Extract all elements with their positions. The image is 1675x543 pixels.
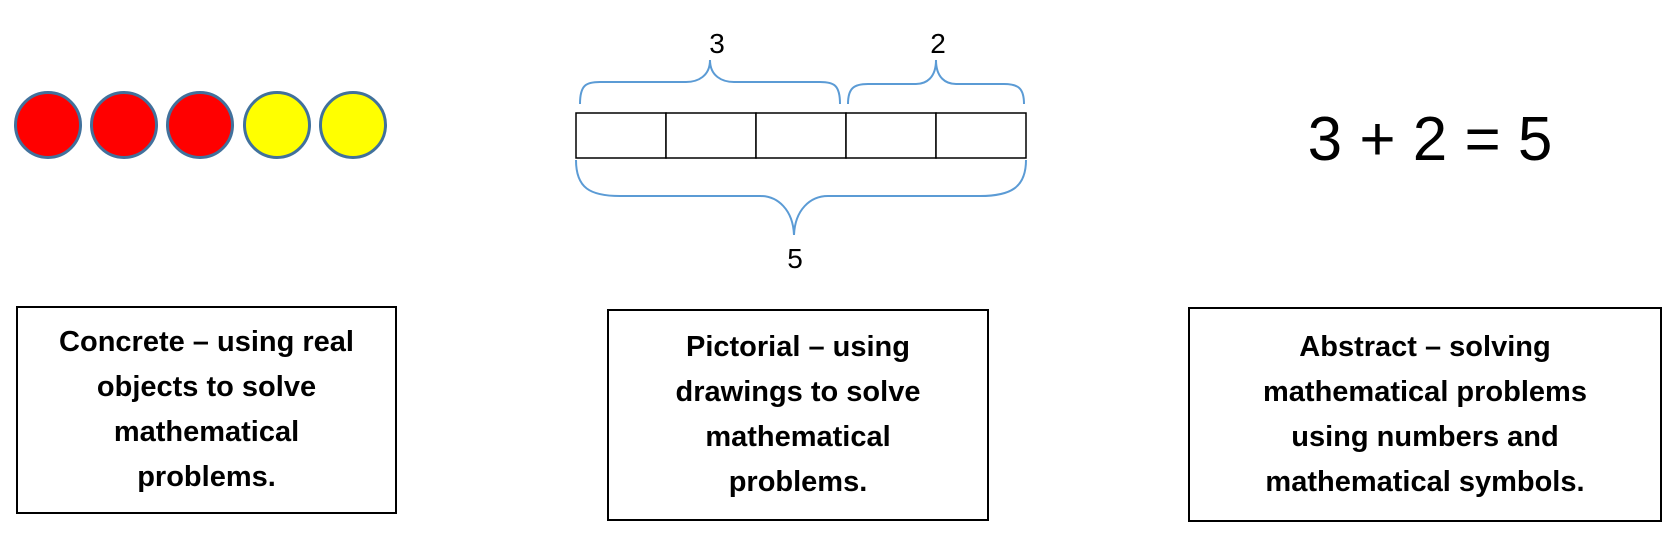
bar-model-svg: 3 2 5	[575, 28, 1027, 274]
pictorial-caption: Pictorial – using drawings to solve math…	[676, 325, 921, 505]
yellow-counter-1	[243, 91, 311, 159]
concrete-caption-line-4: problems.	[137, 461, 276, 493]
yellow-counter-2	[319, 91, 387, 159]
abstract-caption-line-1: Abstract – solving	[1299, 330, 1551, 363]
bar-cell-5	[935, 112, 1027, 159]
abstract-caption: Abstract – solving mathematical problems…	[1263, 325, 1587, 505]
abstract-caption-line-3: using numbers and	[1291, 420, 1559, 453]
pictorial-bar-model: 3 2 5	[560, 10, 1040, 280]
abstract-equation: 3 + 2 = 5	[1307, 105, 1553, 174]
part-label-2: 2	[930, 28, 946, 59]
concrete-caption-line-1: Concrete – using real	[59, 326, 354, 358]
pictorial-caption-line-1: Pictorial – using	[685, 331, 910, 363]
bar-cell-2	[665, 112, 757, 159]
concrete-caption: Concrete – using real objects to solve m…	[59, 320, 354, 500]
red-counter-3	[166, 91, 234, 159]
abstract-caption-box: Abstract – solving mathematical problems…	[1188, 307, 1662, 522]
red-counter-2	[90, 91, 158, 159]
part-brace-right	[847, 59, 1025, 105]
pictorial-caption-line-3: mathematical	[705, 421, 891, 453]
pictorial-caption-line-4: problems.	[728, 466, 868, 498]
whole-brace	[575, 159, 1027, 236]
part-brace-left	[579, 59, 841, 105]
bar	[575, 112, 1027, 159]
pictorial-caption-line-2: drawings to solve	[675, 376, 921, 408]
concrete-caption-box: Concrete – using real objects to solve m…	[16, 306, 397, 514]
concrete-counters	[14, 90, 394, 166]
bar-cell-1	[575, 112, 667, 159]
part-label-1: 3	[709, 28, 725, 59]
abstract-caption-line-4: mathematical symbols.	[1265, 465, 1585, 498]
whole-label: 5	[787, 243, 803, 274]
concrete-caption-line-3: mathematical	[113, 416, 300, 448]
bar-cell-4	[845, 112, 937, 159]
concrete-caption-line-2: objects to solve	[96, 371, 317, 403]
bar-cell-3	[755, 112, 847, 159]
pictorial-caption-box: Pictorial – using drawings to solve math…	[607, 309, 989, 521]
red-counter-1	[14, 91, 82, 159]
abstract-caption-line-2: mathematical problems	[1263, 375, 1587, 408]
